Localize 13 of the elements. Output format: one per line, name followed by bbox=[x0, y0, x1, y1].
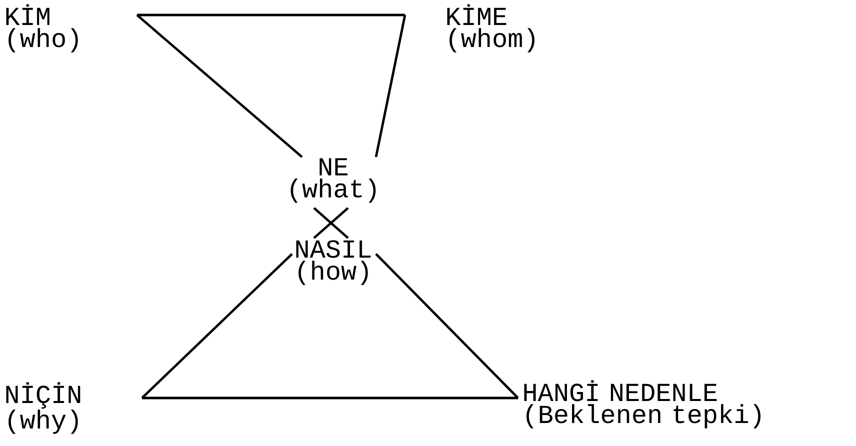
word-label: NİÇİN (why) bbox=[6, 382, 80, 434]
line bbox=[141, 253, 293, 399]
word-label: KİM (who) bbox=[6, 4, 78, 52]
line bbox=[312, 206, 350, 240]
word-label: HANGİ NEDENLE (Beklenen tepki) bbox=[524, 380, 760, 428]
line bbox=[374, 14, 406, 158]
word-label: NE (what) bbox=[290, 158, 376, 203]
line bbox=[137, 14, 405, 16]
line bbox=[142, 396, 518, 400]
word-label: KİME (whom) bbox=[447, 4, 534, 52]
word-label: NASIL (how) bbox=[296, 240, 371, 285]
line bbox=[375, 253, 519, 399]
line bbox=[136, 14, 303, 158]
